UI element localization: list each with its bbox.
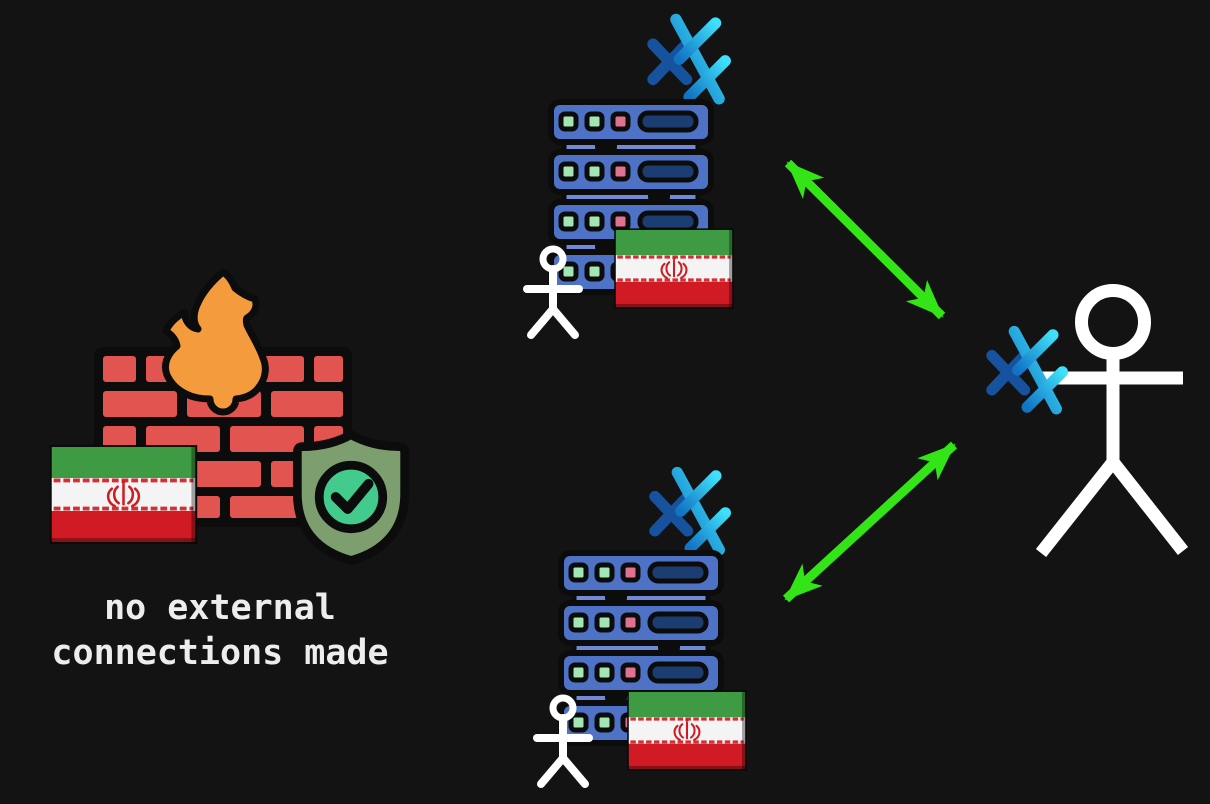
check-icon: [330, 478, 374, 514]
iran-flag-icon: [49, 445, 198, 544]
shield-check-icon: [292, 430, 410, 565]
check-badge: [314, 460, 388, 534]
snowflake-icon: [986, 325, 1068, 415]
caption: no external connections made: [8, 586, 432, 676]
server-unit: [548, 99, 714, 145]
iran-flag-icon: [614, 228, 734, 309]
person-icon: [1035, 284, 1189, 558]
person-icon: [523, 245, 583, 339]
snowflake-light-strokes: [670, 13, 731, 105]
snowflake-icon: [649, 466, 731, 556]
snowflake-icon: [647, 13, 731, 105]
person-icon: [533, 694, 593, 788]
iran-flag-icon: [627, 690, 747, 771]
caption-line-2: connections made: [51, 633, 389, 673]
arrow-server-bottom-to-user: [782, 441, 958, 603]
flame-icon: [161, 268, 269, 416]
caption-line-1: no external: [104, 588, 336, 628]
arrow-server-top-to-user: [784, 159, 946, 320]
allah-emblem: [106, 479, 141, 508]
